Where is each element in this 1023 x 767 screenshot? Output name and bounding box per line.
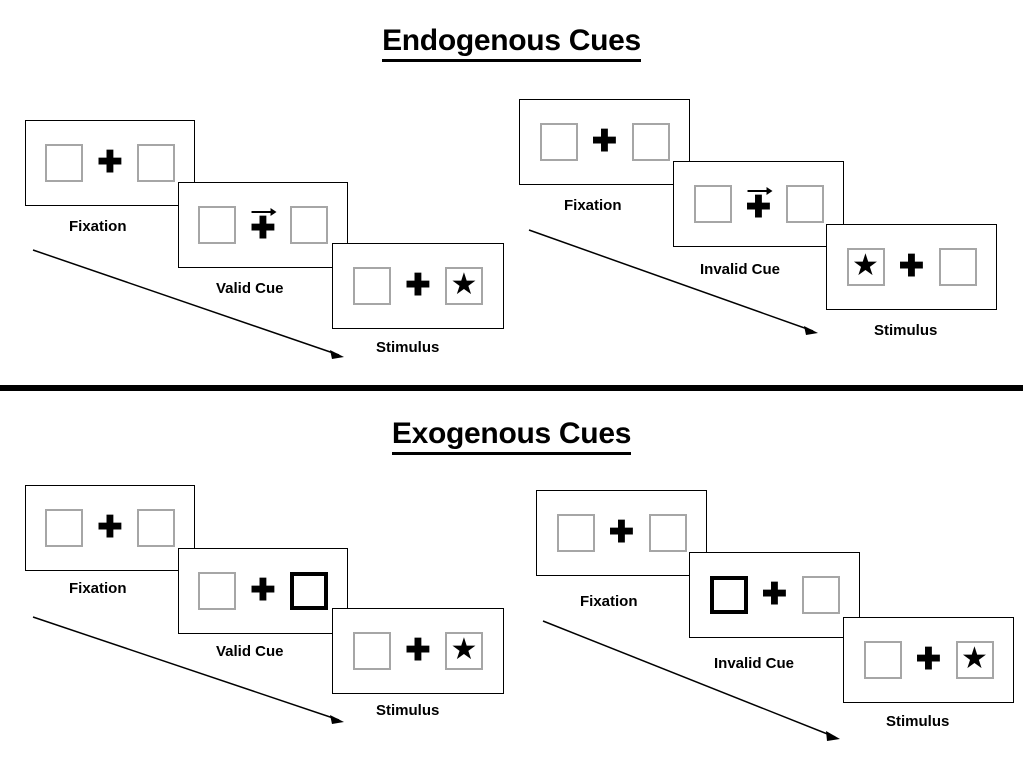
fixation-cross-glyph: ✚: [405, 269, 431, 302]
frame-endogenous-valid-cue: ✚: [178, 182, 348, 268]
frame-content: ✚: [198, 206, 328, 244]
frame-exogenous-valid-stimulus: ✚ ★: [332, 608, 504, 694]
frame-content: ✚ ★: [353, 632, 483, 670]
caption-exogenous-valid-fixation: Fixation: [69, 580, 127, 597]
caption-endogenous-valid-stimulus: Stimulus: [376, 339, 440, 356]
section-divider: [0, 385, 1023, 391]
fixation-cross-glyph: ✚: [915, 643, 942, 676]
placeholder-box-right: ★: [445, 632, 483, 670]
frame-exogenous-invalid-cue: ✚: [689, 552, 860, 638]
fixation-cross-glyph: ✚: [97, 146, 123, 179]
fixation-cross-glyph: ✚: [591, 125, 618, 158]
section-title-exogenous: Exogenous Cues: [0, 417, 1023, 455]
fixation-cross-icon: ✚: [761, 576, 788, 614]
placeholder-box-left: ★: [846, 248, 885, 286]
caption-exogenous-invalid-stimulus: Stimulus: [886, 713, 950, 730]
fixation-cross-icon: ✚: [898, 248, 925, 286]
placeholder-box-left: [198, 206, 236, 244]
placeholder-box-right: [137, 509, 175, 547]
placeholder-box-left: [693, 185, 732, 223]
placeholder-box-left: [863, 641, 902, 679]
fixation-cross-glyph: ✚: [745, 190, 772, 224]
frame-content: ★ ✚: [846, 248, 977, 286]
placeholder-box-right: [137, 144, 175, 182]
arrow-right-icon: [747, 187, 773, 195]
placeholder-box-left: [198, 572, 236, 610]
fixation-cross-icon: ✚: [250, 572, 276, 610]
placeholder-box-right: [785, 185, 824, 223]
arrow-right-icon: [251, 208, 277, 216]
frame-endogenous-invalid-stimulus: ★ ✚: [826, 224, 997, 310]
frame-exogenous-invalid-stimulus: ✚ ★: [843, 617, 1014, 703]
caption-endogenous-valid-cue: Valid Cue: [216, 280, 284, 297]
fixation-cross-icon: ✚: [745, 185, 773, 224]
section-title-endogenous-text: Endogenous Cues: [382, 24, 641, 62]
placeholder-box-left: [45, 144, 83, 182]
section-title-exogenous-text: Exogenous Cues: [391, 417, 631, 455]
placeholder-box-right: [631, 123, 670, 161]
fixation-cross-glyph: ✚: [898, 250, 925, 283]
placeholder-box-left: [353, 267, 391, 305]
star-stimulus-icon: ★: [450, 633, 478, 666]
frame-content: ✚: [45, 509, 175, 547]
placeholder-box-right: [801, 576, 840, 614]
frame-endogenous-invalid-cue: ✚: [673, 161, 844, 247]
frame-exogenous-valid-cue: ✚: [178, 548, 348, 634]
frame-content: ✚: [198, 572, 328, 610]
frame-content: ✚: [709, 576, 840, 614]
frame-content: ✚: [539, 123, 670, 161]
fixation-cross-icon: ✚: [97, 509, 123, 547]
star-stimulus-icon: ★: [961, 642, 988, 675]
placeholder-box-right-cued: [290, 572, 328, 610]
section-title-endogenous: Endogenous Cues: [0, 24, 1023, 62]
caption-endogenous-valid-fixation: Fixation: [69, 218, 127, 235]
caption-exogenous-invalid-cue: Invalid Cue: [714, 655, 795, 672]
placeholder-box-left-cued: [709, 576, 748, 614]
fixation-cross-icon: ✚: [405, 632, 431, 670]
frame-content: ✚: [693, 185, 824, 224]
star-stimulus-icon: ★: [852, 249, 879, 282]
placeholder-box-right: ★: [445, 267, 483, 305]
placeholder-box-left: [45, 509, 83, 547]
fixation-cross-glyph: ✚: [405, 634, 431, 667]
frame-content: ✚: [45, 144, 175, 182]
placeholder-box-right: ★: [955, 641, 994, 679]
fixation-cross-icon: ✚: [250, 206, 277, 245]
caption-exogenous-valid-cue: Valid Cue: [216, 643, 284, 660]
caption-exogenous-invalid-fixation: Fixation: [580, 593, 638, 610]
frame-exogenous-valid-fixation: ✚: [25, 485, 195, 571]
star-stimulus-icon: ★: [450, 268, 478, 301]
placeholder-box-right: [938, 248, 977, 286]
placeholder-box-left: [353, 632, 391, 670]
placeholder-box-right: [648, 514, 687, 552]
frame-endogenous-valid-fixation: ✚: [25, 120, 195, 206]
frame-content: ✚: [556, 514, 687, 552]
fixation-cross-icon: ✚: [608, 514, 635, 552]
fixation-cross-glyph: ✚: [608, 516, 635, 549]
frame-endogenous-valid-stimulus: ✚ ★: [332, 243, 504, 329]
frame-endogenous-invalid-fixation: ✚: [519, 99, 690, 185]
caption-endogenous-invalid-stimulus: Stimulus: [874, 322, 938, 339]
frame-exogenous-invalid-fixation: ✚: [536, 490, 707, 576]
fixation-cross-icon: ✚: [405, 267, 431, 305]
placeholder-box-right: [290, 206, 328, 244]
caption-exogenous-valid-stimulus: Stimulus: [376, 702, 440, 719]
fixation-cross-glyph: ✚: [761, 578, 788, 611]
fixation-cross-glyph: ✚: [250, 574, 276, 607]
caption-endogenous-invalid-fixation: Fixation: [564, 197, 622, 214]
fixation-cross-glyph: ✚: [97, 511, 123, 544]
fixation-cross-glyph: ✚: [250, 211, 276, 245]
placeholder-box-left: [539, 123, 578, 161]
frame-content: ✚ ★: [863, 641, 994, 679]
fixation-cross-icon: ✚: [97, 144, 123, 182]
caption-endogenous-invalid-cue: Invalid Cue: [700, 261, 781, 278]
placeholder-box-left: [556, 514, 595, 552]
fixation-cross-icon: ✚: [591, 123, 618, 161]
fixation-cross-icon: ✚: [915, 641, 942, 679]
frame-content: ✚ ★: [353, 267, 483, 305]
